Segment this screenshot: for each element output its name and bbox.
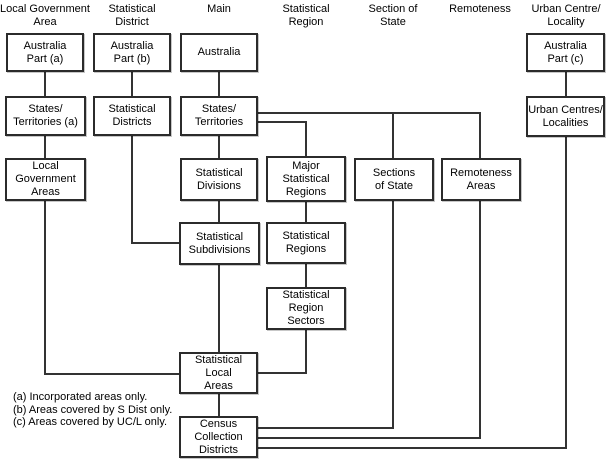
connector-part-a-to-states-a [44,72,46,96]
column-header-urban-centre-locality: Urban Centre/ Locality [531,3,601,28]
column-header-main: Main [207,3,231,15]
column-header-statistical-district: Statistical District [108,3,156,28]
connector-lga-to-sla [44,373,180,375]
connector-top-to-remoteness-areas [479,113,481,158]
connector-australia-to-states [218,72,220,96]
connector-ccd-to-sections [258,427,394,429]
footnote-b: (b) Areas covered by S Dist only. [13,403,173,416]
box-statistical-subdivisions: Statistical Subdivisions [179,222,260,265]
connector-ccd-to-ucl [258,447,567,449]
connector-ccd-to-remoteness [258,437,481,439]
column-header-remoteness: Remoteness [449,3,511,15]
box-australia: Australia [180,33,258,72]
connector-regions-to-sectors [305,264,307,287]
connector-top-to-sections-of-state [392,113,394,158]
box-remoteness-areas: Remoteness Areas [441,158,521,201]
footnotes: (a) Incorporated areas only. (b) Areas c… [13,391,172,429]
box-statistical-districts: Statistical Districts [93,96,171,136]
connector-ucl-down-to-ccd [565,137,567,449]
connector-stat-districts-down [131,136,133,244]
box-states-territories-a: States/ Territories (a) [5,96,86,136]
connector-part-c-to-ucl [565,72,567,96]
footnote-c: (c) Areas covered by UC/L only. [13,416,168,428]
box-statistical-regions: Statistical Regions [266,222,346,264]
connector-sectors-to-sla [257,372,307,374]
box-urban-centres-localities: Urban Centres/ Localities [526,96,605,137]
column-header-local-government-area: Local Government Area [0,3,90,28]
connector-states-a-to-lga [44,136,46,158]
box-census-collection-districts: Census Collection Districts [179,416,258,458]
connector-sectors-down-to-sla [305,330,307,374]
box-major-statistical-regions: Major Statistical Regions [266,156,346,202]
box-australia-part-c: Australia Part (c) [526,33,605,72]
connector-msr-to-stat-regions [305,202,307,222]
connector-states-right-top [258,112,481,114]
column-header-statistical-region: Statistical Region [282,3,330,28]
box-statistical-local-areas: Statistical Local Areas [179,352,258,394]
connector-part-b-to-stat-districts [131,72,133,96]
connector-states-right-to-msr [258,121,307,123]
connector-remoteness-down-to-ccd [479,201,481,439]
box-local-government-areas: Local Government Areas [5,158,86,201]
connector-states-to-stat-divisions [218,136,220,158]
footnote-a: (a) Incorporated areas only. [13,391,148,403]
connector-sections-down-to-ccd [392,201,394,429]
connector-divisions-to-subdivisions [218,201,220,222]
connector-stat-districts-to-subdivisions [131,242,180,244]
connector-lga-down-to-sla [44,201,46,375]
column-header-section-of-state: Section of State [368,3,418,28]
connector-sla-to-ccd [218,394,220,416]
box-statistical-divisions: Statistical Divisions [180,158,258,201]
box-statistical-region-sectors: Statistical Region Sectors [266,287,346,330]
connector-states-to-msr-drop [305,121,307,157]
box-australia-part-b: Australia Part (b) [93,33,171,72]
box-sections-of-state: Sections of State [354,158,434,201]
connector-subdivisions-to-sla [218,264,220,352]
box-australia-part-a: Australia Part (a) [6,33,84,72]
box-states-territories: States/ Territories [180,96,258,136]
